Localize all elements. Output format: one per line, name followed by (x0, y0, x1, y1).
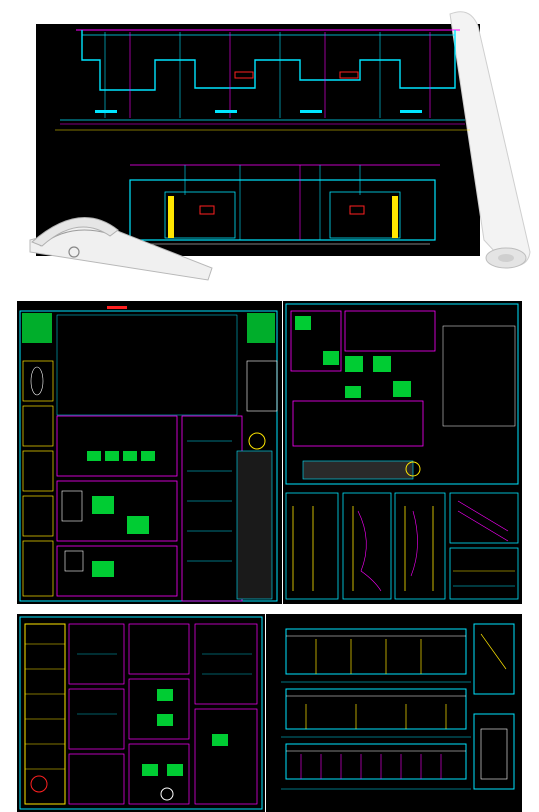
wall-elevations (266, 614, 522, 812)
wall-elevations-drawing (281, 623, 515, 790)
rolled-blueprint-sheet (0, 0, 539, 300)
floor-plan-right-drawing (285, 303, 519, 600)
floor-plan-right (283, 301, 522, 604)
elevation-upper (55, 29, 470, 131)
sheet-background (36, 24, 480, 256)
rolled-sheet-drawing (29, 11, 531, 281)
paper-roll-icon (449, 11, 531, 269)
ceiling-plan-drawing (19, 616, 263, 810)
floor-plan-left-drawing (19, 306, 278, 602)
floor-plan-left (17, 301, 282, 604)
elevation-lower (129, 164, 440, 245)
protractor-icon (29, 217, 213, 281)
ceiling-plan (17, 614, 265, 812)
